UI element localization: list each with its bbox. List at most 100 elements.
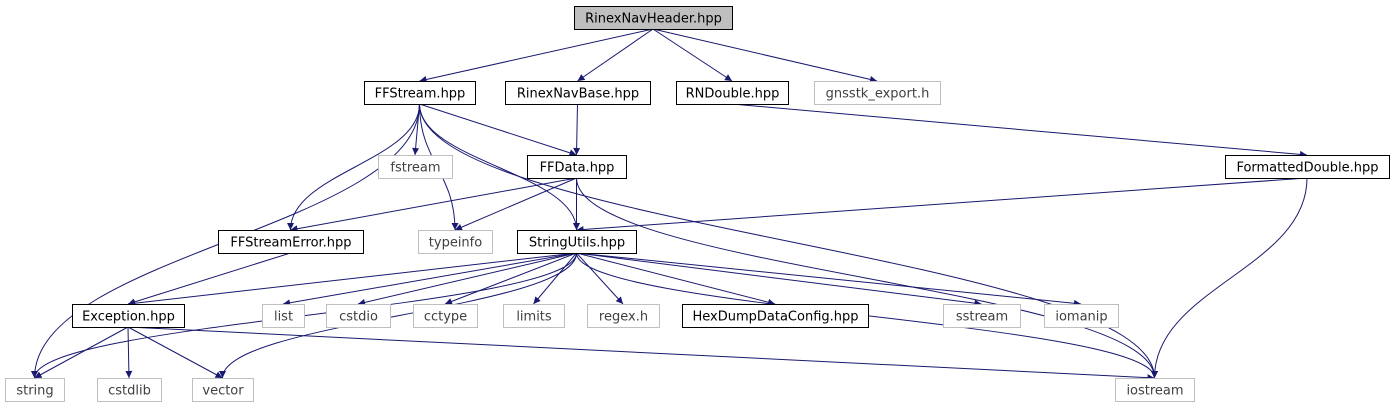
node-label-ffstreamerror: FFStreamError.hpp bbox=[230, 236, 351, 251]
node-box-list bbox=[262, 304, 305, 328]
node-exception[interactable]: Exception.hpp bbox=[72, 304, 185, 328]
edge-root-to-ffstream bbox=[419, 28, 654, 83]
edge-ffdata-to-iostream bbox=[576, 177, 1158, 379]
node-label-iostream: iostream bbox=[1126, 384, 1183, 399]
node-label-hexdump: HexDumpDataConfig.hpp bbox=[692, 310, 858, 325]
node-label-typeinfo: typeinfo bbox=[429, 236, 482, 251]
node-label-limits: limits bbox=[516, 310, 552, 325]
edge-root-to-rndouble bbox=[652, 28, 733, 82]
node-box-ffdata bbox=[527, 155, 627, 179]
node-list: list bbox=[262, 304, 305, 328]
node-box-cstdio bbox=[326, 304, 391, 328]
node-string: string bbox=[5, 378, 65, 402]
node-box-limits bbox=[503, 304, 565, 328]
node-label-fstream: fstream bbox=[390, 161, 440, 176]
node-box-gnsstk_export bbox=[814, 81, 941, 105]
edge-formatteddouble-to-iostream bbox=[1151, 177, 1308, 379]
node-label-rinexnavbase: RinexNavBase.hpp bbox=[517, 87, 639, 102]
edge-exception-to-vector bbox=[127, 326, 223, 379]
node-label-root: RinexNavHeader.hpp bbox=[585, 12, 722, 27]
edge-formatteddouble-to-stringutils bbox=[576, 177, 1308, 233]
edge-layer bbox=[31, 28, 1308, 382]
node-label-formatteddouble: FormattedDouble.hpp bbox=[1236, 161, 1378, 176]
node-label-list: list bbox=[274, 310, 293, 325]
node-box-iomanip bbox=[1044, 304, 1119, 328]
edge-ffstream-to-fstream bbox=[412, 103, 420, 156]
edge-stringutils-to-cctype bbox=[444, 252, 577, 305]
node-box-typeinfo bbox=[418, 230, 493, 254]
edge-ffstream-to-stringutils bbox=[419, 103, 580, 231]
edge-ffstreamerror-to-exception bbox=[127, 252, 291, 306]
node-box-sstream bbox=[943, 304, 1021, 328]
node-rndouble[interactable]: RNDouble.hpp bbox=[676, 81, 789, 105]
edge-exception-to-cstdlib bbox=[125, 326, 133, 379]
node-rinexnavbase[interactable]: RinexNavBase.hpp bbox=[505, 81, 651, 105]
edge-stringutils-to-list bbox=[282, 252, 577, 307]
edge-ffstream-to-iostream bbox=[419, 103, 1158, 379]
edge-stringutils-to-iomanip bbox=[576, 252, 1082, 307]
node-label-ffdata: FFData.hpp bbox=[540, 161, 615, 176]
node-box-iostream bbox=[1115, 378, 1195, 402]
node-box-regexh bbox=[587, 304, 660, 328]
edge-stringutils-to-limits bbox=[533, 252, 577, 305]
node-box-vector bbox=[192, 378, 254, 402]
node-fstream: fstream bbox=[378, 155, 453, 179]
node-gnsstk_export: gnsstk_export.h bbox=[814, 81, 941, 105]
edge-ffdata-to-typeinfo bbox=[454, 177, 577, 231]
node-box-fstream bbox=[378, 155, 453, 179]
edge-rndouble-to-formatteddouble bbox=[731, 103, 1308, 158]
node-box-hexdump bbox=[682, 304, 869, 328]
node-box-exception bbox=[72, 304, 185, 328]
node-label-vector: vector bbox=[202, 384, 244, 399]
node-ffstreamerror[interactable]: FFStreamError.hpp bbox=[218, 230, 364, 254]
edge-ffdata-to-ffstreamerror bbox=[290, 177, 577, 233]
node-formatteddouble[interactable]: FormattedDouble.hpp bbox=[1225, 155, 1390, 179]
node-cctype: cctype bbox=[413, 304, 478, 328]
node-ffdata[interactable]: FFData.hpp bbox=[527, 155, 627, 179]
node-box-stringutils bbox=[517, 230, 637, 254]
node-label-regexh: regex.h bbox=[599, 310, 648, 325]
node-label-iomanip: iomanip bbox=[1055, 310, 1107, 325]
node-label-cstdlib: cstdlib bbox=[108, 384, 151, 399]
node-ffstream[interactable]: FFStream.hpp bbox=[364, 81, 476, 105]
node-vector: vector bbox=[192, 378, 254, 402]
node-iostream: iostream bbox=[1115, 378, 1195, 402]
node-label-cctype: cctype bbox=[424, 310, 467, 325]
node-stringutils[interactable]: StringUtils.hpp bbox=[517, 230, 637, 254]
node-hexdump[interactable]: HexDumpDataConfig.hpp bbox=[682, 304, 869, 328]
edge-ffstream-to-ffdata bbox=[419, 103, 577, 157]
node-regexh: regex.h bbox=[587, 304, 660, 328]
node-box-cctype bbox=[413, 304, 478, 328]
node-label-exception: Exception.hpp bbox=[82, 310, 175, 325]
node-label-sstream: sstream bbox=[956, 310, 1008, 325]
node-box-ffstreamerror bbox=[218, 230, 364, 254]
node-limits: limits bbox=[503, 304, 565, 328]
edge-exception-to-iostream bbox=[127, 326, 1155, 382]
edge-stringutils-to-cstdio bbox=[357, 252, 577, 306]
edge-stringutils-to-hexdump bbox=[576, 252, 776, 306]
node-iomanip: iomanip bbox=[1044, 304, 1119, 328]
node-label-ffstream: FFStream.hpp bbox=[375, 87, 466, 102]
edge-stringutils-to-regexh bbox=[576, 252, 624, 305]
node-cstdlib: cstdlib bbox=[97, 378, 162, 402]
node-box-ffstream bbox=[364, 81, 476, 105]
edge-root-to-rinexnavbase bbox=[577, 28, 654, 82]
node-box-rinexnavbase bbox=[505, 81, 651, 105]
edge-root-to-gnsstk_export bbox=[652, 28, 878, 83]
edge-stringutils-to-exception bbox=[127, 252, 577, 307]
node-box-rndouble bbox=[676, 81, 789, 105]
node-label-rndouble: RNDouble.hpp bbox=[686, 87, 780, 102]
node-label-gnsstk_export: gnsstk_export.h bbox=[826, 87, 930, 102]
edge-ffstream-to-ffstreamerror bbox=[287, 103, 420, 231]
node-box-cstdlib bbox=[97, 378, 162, 402]
node-label-string: string bbox=[16, 384, 53, 399]
node-label-cstdio: cstdio bbox=[339, 310, 378, 325]
node-box-string bbox=[5, 378, 65, 402]
node-label-stringutils: StringUtils.hpp bbox=[529, 236, 625, 251]
node-sstream: sstream bbox=[943, 304, 1021, 328]
edge-rinexnavbase-to-ffdata bbox=[573, 103, 581, 156]
edge-stringutils-to-string bbox=[31, 252, 577, 379]
node-box-formatteddouble bbox=[1225, 155, 1390, 179]
node-root: RinexNavHeader.hpp bbox=[574, 6, 733, 30]
